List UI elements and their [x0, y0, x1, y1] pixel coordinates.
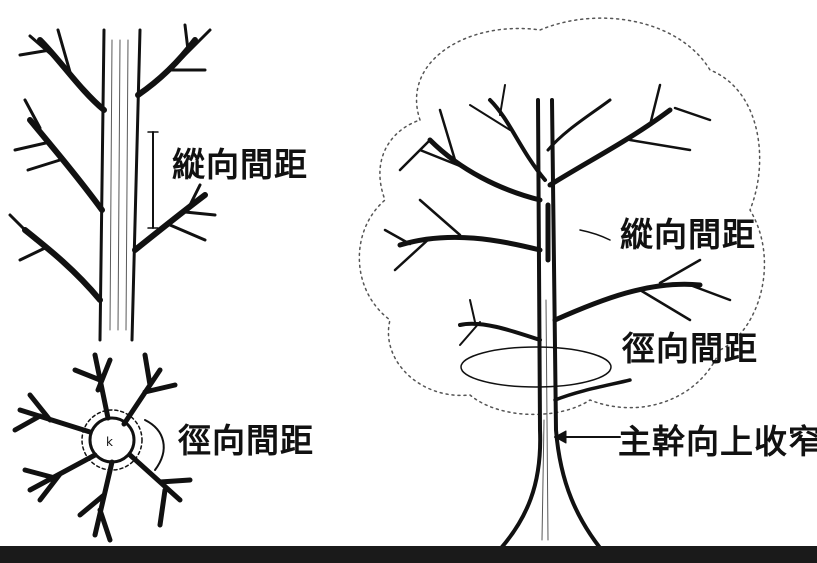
trunk-detail-illustration — [8, 23, 217, 342]
full-tree-illustration — [358, 17, 766, 562]
radial-spacing-label-detail: 徑向間距 — [178, 421, 314, 460]
ground-band — [0, 546, 817, 563]
vertical-spacing-label-detail: 縱向間距 — [172, 145, 308, 184]
vertical-spacing-label-tree: 縱向間距 — [620, 215, 756, 254]
svg-text:k: k — [106, 435, 113, 449]
trunk-taper-label: 主幹向上收窄 — [618, 422, 817, 461]
radial-view-illustration: k — [12, 352, 193, 543]
radial-spacing-label-tree: 徑向間距 — [622, 329, 758, 368]
